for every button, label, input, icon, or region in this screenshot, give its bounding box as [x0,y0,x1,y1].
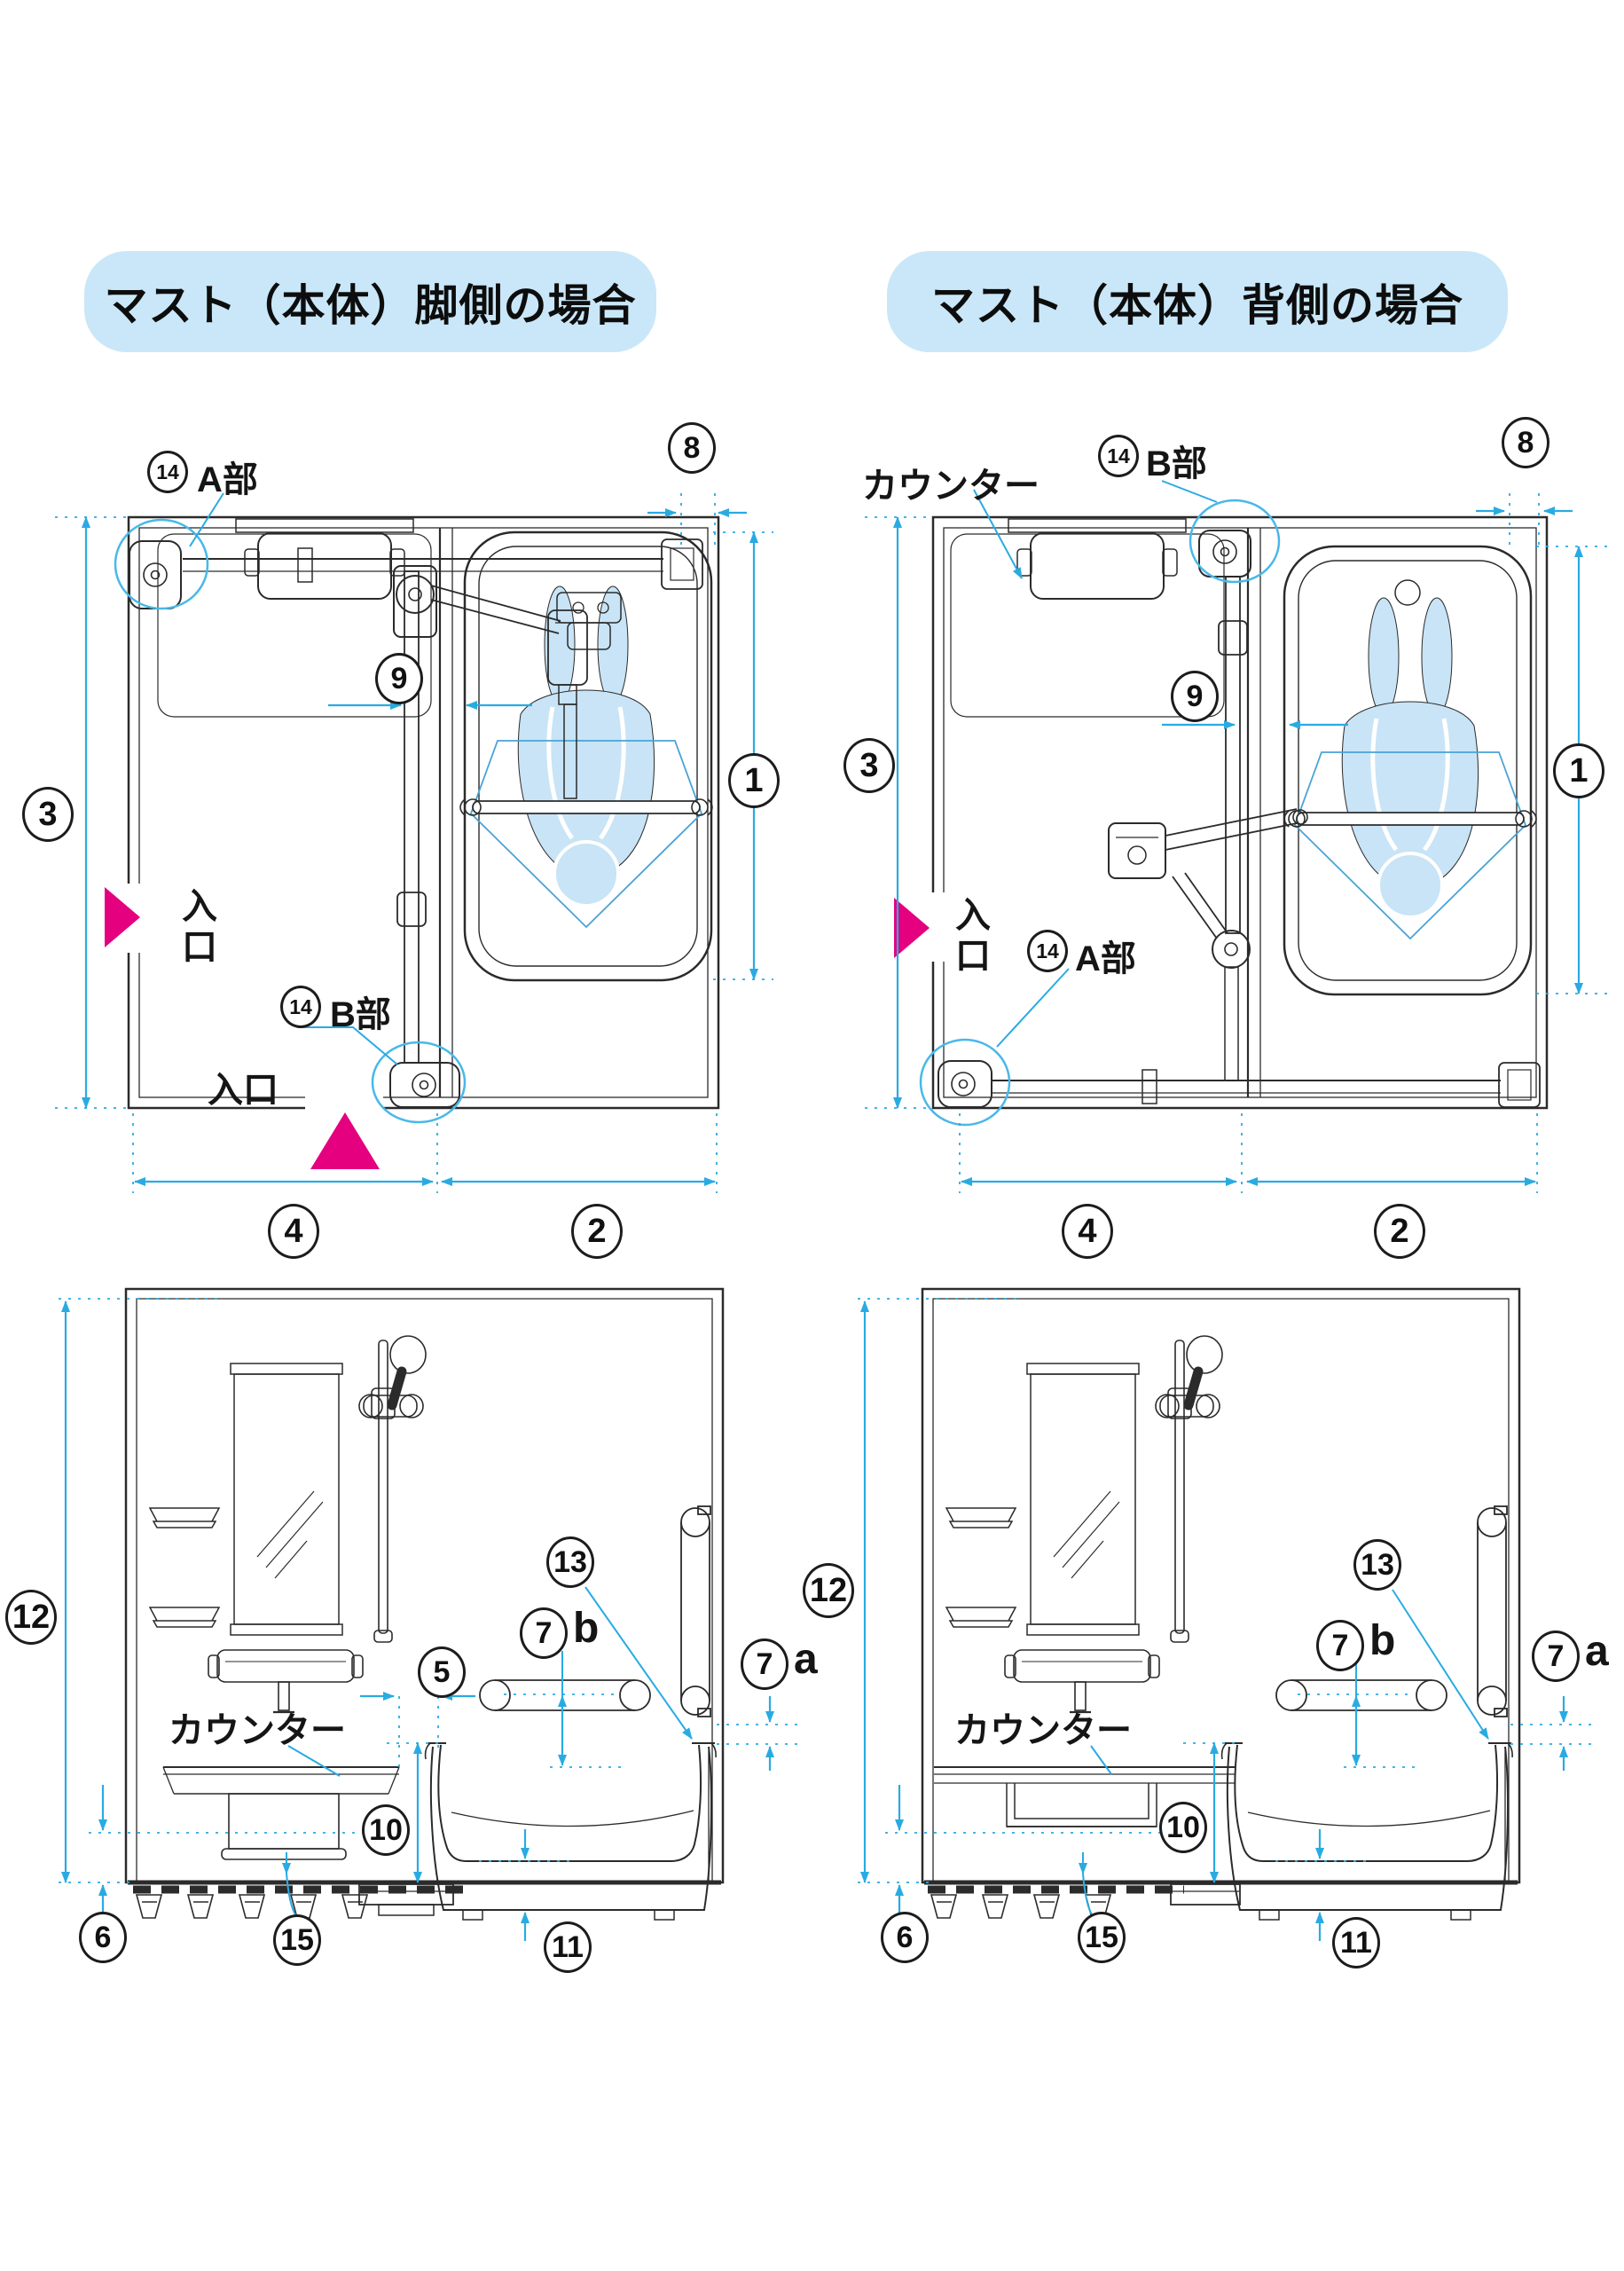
part-b-label-left: B部 [330,995,391,1034]
circled-4-right: 4 [1062,1204,1113,1259]
entrance-label-right-plan: 入口 [950,896,989,978]
circled-14-b-right: 14 [1098,435,1139,477]
title-back-side-text: マスト（本体）背側の場合 [930,281,1463,330]
circled-15-right: 15 [1078,1912,1126,1963]
counter-label-elev-left: カウンター [169,1711,346,1750]
counter-label-elev-right: カウンター [954,1711,1132,1750]
title-back-side: マスト（本体）背側の場合 [887,251,1508,352]
part-a-label-right: A部 [1075,939,1136,978]
plan-back-side-drawing [865,480,1607,1193]
circled-1-right: 1 [1553,743,1604,798]
circled-5-left: 5 [418,1646,466,1698]
circled-8-left: 8 [668,422,716,474]
suffix-b-right: b [1369,1617,1396,1664]
circled-11-right: 11 [1332,1917,1380,1968]
circled-2-left: 2 [571,1204,623,1259]
circled-1-left: 1 [728,753,780,808]
circled-11-left: 11 [544,1921,592,1973]
circled-15-left: 15 [273,1914,321,1966]
circled-10-right: 10 [1159,1802,1207,1853]
circled-3-left: 3 [22,787,74,842]
circled-13-right: 13 [1353,1539,1401,1591]
title-leg-side-text: マスト（本体）脚側の場合 [104,281,637,330]
circled-9-right: 9 [1171,671,1219,722]
suffix-a-left: a [794,1636,818,1683]
entrance-label-bottom: 入口 [208,1071,279,1110]
counter-label-plan-right: カウンター [862,467,1040,506]
part-b-label-right: B部 [1146,444,1207,483]
suffix-b-left: b [573,1605,600,1652]
circled-7a-left: 7 [741,1638,788,1690]
circled-3-right: 3 [843,738,895,793]
entrance-arrow-left [894,898,930,958]
elevation-right-dimensions [858,1298,1592,1941]
circled-7a-right: 7 [1532,1631,1580,1682]
circled-12-right: 12 [803,1563,854,1618]
part-a-label-left: A部 [197,460,258,499]
plan-right-dimensions [865,480,1607,1193]
circled-14-a-right: 14 [1027,930,1068,972]
entrance-arrow-left [105,887,140,947]
plan-left-dimensions [55,492,773,1193]
entrance-arrow-bottom [310,1112,380,1169]
circled-6-left: 6 [79,1912,127,1963]
circled-13-left: 13 [546,1536,594,1588]
circled-12-left: 12 [5,1590,57,1645]
elevation-leg-side-drawing [59,1289,798,1941]
circled-10-left: 10 [362,1804,410,1856]
plan-leg-side-drawing [55,492,773,1193]
elevation-back-side-drawing [858,1289,1592,1941]
elevation-left-dimensions [59,1298,798,1941]
title-leg-side: マスト（本体）脚側の場合 [84,251,656,352]
circled-8-right: 8 [1502,417,1549,468]
circled-4-left: 4 [268,1204,319,1259]
circled-7b-left: 7 [520,1607,568,1659]
suffix-a-right: a [1585,1628,1609,1675]
entrance-label-left-side: 入口 [177,887,216,969]
circled-2-right: 2 [1374,1204,1425,1259]
circled-6-right: 6 [881,1912,929,1963]
circled-9-left: 9 [375,653,423,704]
circled-7b-right: 7 [1316,1620,1364,1671]
circled-14-a-left: 14 [147,451,188,493]
circled-14-b-left: 14 [280,986,321,1028]
